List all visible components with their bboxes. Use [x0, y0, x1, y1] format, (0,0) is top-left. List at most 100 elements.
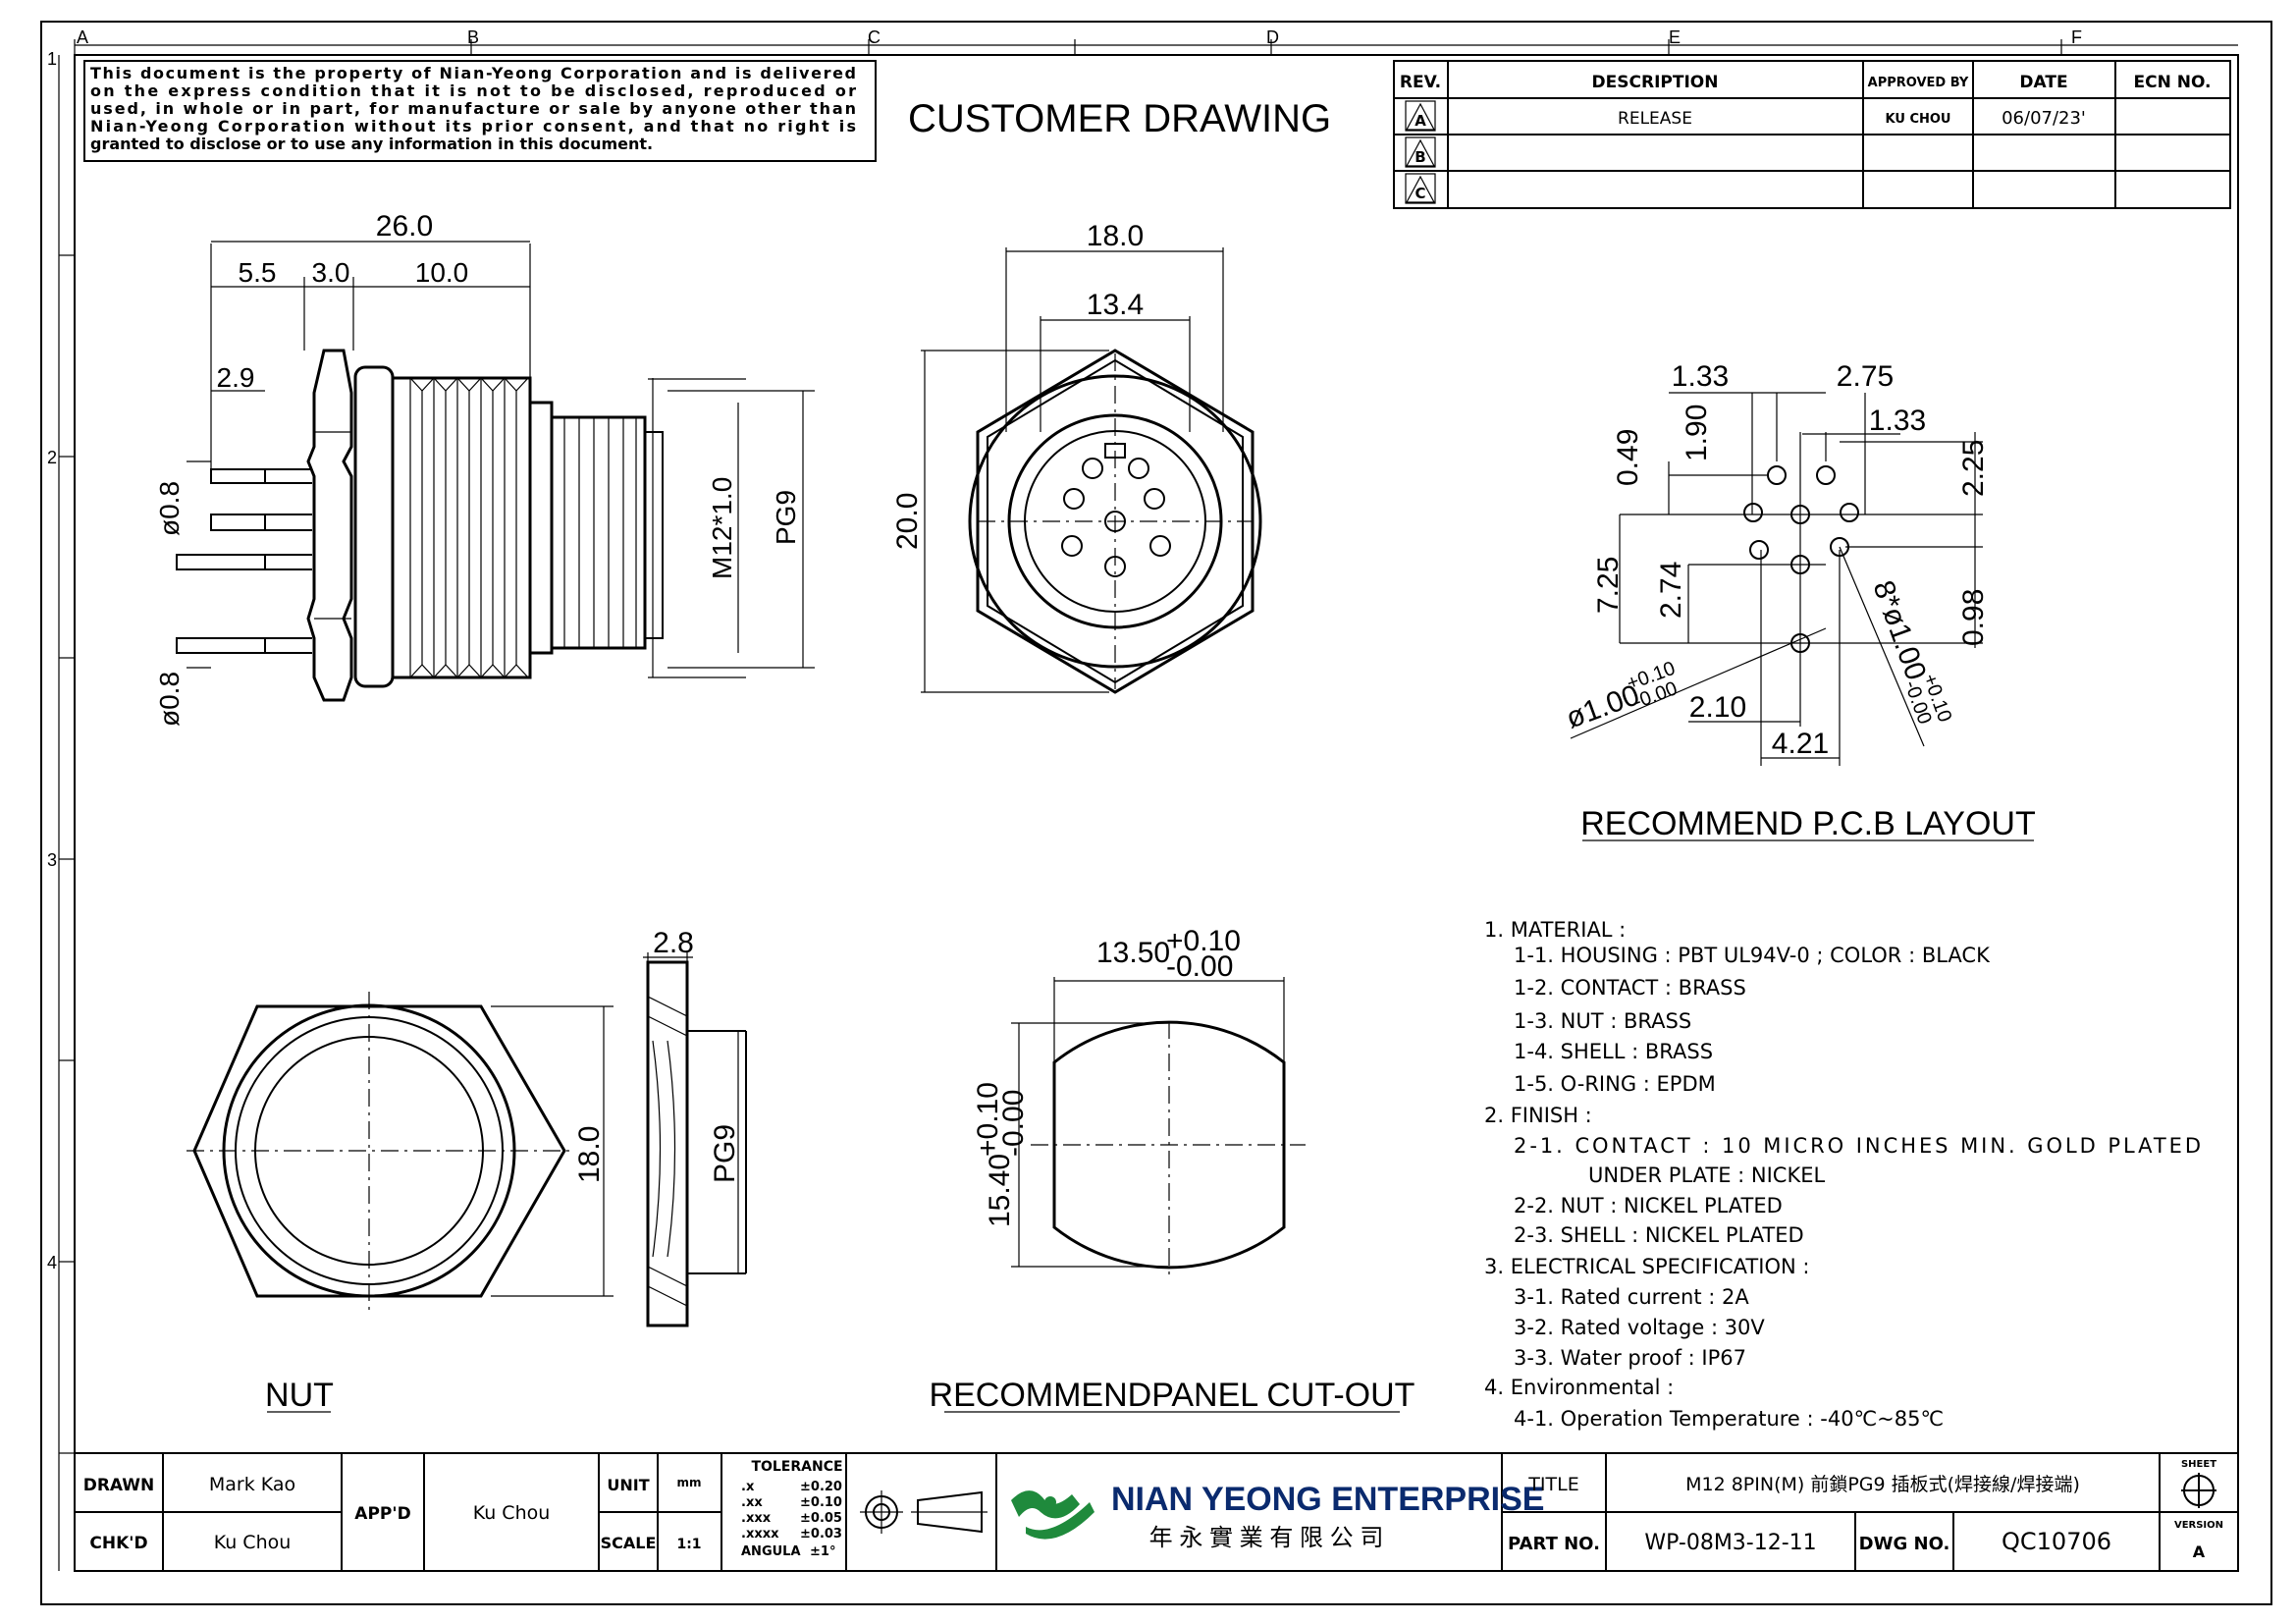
- sheet-label: SHEET: [2181, 1459, 2216, 1470]
- sheet-symbol-icon: [2181, 1473, 2216, 1508]
- scale-value: 1:1: [676, 1537, 701, 1552]
- nut-view-drawing: 2.8 18.0 PG9 NUT: [187, 927, 747, 1414]
- col-label: F: [2071, 27, 2082, 47]
- unit-label: UNIT: [607, 1476, 649, 1494]
- rev-triangle-c: C: [1405, 173, 1436, 204]
- notice-line: used, in whole or in part, for manufactu…: [90, 99, 856, 118]
- panel-cutout-title: RECOMMENDPANEL CUT-OUT: [930, 1377, 1415, 1414]
- spec-line: UNDER PLATE : NICKEL: [1588, 1163, 1825, 1187]
- drawn-value: Mark Kao: [209, 1474, 295, 1495]
- svg-text:B: B: [1415, 148, 1425, 166]
- column-labels: A B C D E F: [77, 27, 2082, 47]
- dim-cutout-height: 15.40 +0.10 -0.00: [972, 1082, 1030, 1227]
- part-number-label: PART NO.: [1508, 1534, 1600, 1554]
- front-view-drawing: 18.0 13.4 20.0: [891, 220, 1262, 694]
- svg-text:.xx: .xx: [741, 1495, 763, 1510]
- svg-text:.x: .x: [741, 1480, 755, 1494]
- title-label: TITLE: [1527, 1474, 1578, 1495]
- drawing-title: CUSTOMER DRAWING: [908, 97, 1331, 140]
- spec-line: 3. ELECTRICAL SPECIFICATION :: [1484, 1255, 1809, 1278]
- dim-label: 2.74: [1655, 562, 1687, 619]
- spec-line: 2-3. SHELL : NICKEL PLATED: [1514, 1223, 1804, 1247]
- pcb-layout-drawing: 1.33 2.75 1.33 1.90 0.49 2.25 7.25 2.74 …: [1562, 360, 2036, 842]
- svg-text:ANGULA: ANGULA: [741, 1544, 801, 1559]
- col-label: C: [868, 27, 881, 47]
- spec-line: 1-3. NUT : BRASS: [1514, 1009, 1691, 1033]
- hole-callout-single: ø1.00 +0.10 -0.00: [1562, 658, 1681, 735]
- row-label: 1: [47, 49, 57, 69]
- notice-line: Nian-Yeong Corporation without its prior…: [90, 117, 856, 135]
- spec-line: 3-3. Water proof : IP67: [1514, 1346, 1746, 1370]
- spec-line: 1-1. HOUSING : PBT UL94V-0 ; COLOR : BLA…: [1514, 944, 1991, 967]
- dim-nut-thickness: 2.8: [653, 927, 694, 959]
- dim-label: 2.25: [1957, 440, 1990, 497]
- part-title: M12 8PIN(M) 前鎖PG9 插板式(焊接線/焊接端): [1685, 1474, 2080, 1495]
- notice-line: This document is the property of Nian-Ye…: [90, 64, 856, 82]
- company-logo-icon: [1011, 1490, 1095, 1540]
- projection-symbol-icon: [860, 1490, 988, 1534]
- dim-nut-across: 18.0: [573, 1126, 606, 1183]
- row-label: 2: [47, 448, 57, 467]
- notice-line: on the express condition that it is not …: [90, 81, 856, 100]
- dim-pg: PG9: [771, 490, 801, 545]
- col-label: B: [467, 27, 479, 47]
- svg-text:+0.10: +0.10: [1166, 925, 1241, 957]
- spec-line: 1-4. SHELL : BRASS: [1514, 1040, 1713, 1063]
- dwg-number-label: DWG NO.: [1859, 1534, 1950, 1554]
- company-name: NIAN YEONG ENTERPRISE: [1111, 1481, 1544, 1518]
- dwg-number: QC10706: [2002, 1528, 2111, 1555]
- spec-line: 2-2. NUT : NICKEL PLATED: [1514, 1194, 1783, 1217]
- svg-text:15.40: 15.40: [984, 1154, 1016, 1227]
- dim-label: 4.21: [1772, 728, 1829, 760]
- dim-label: 1.33: [1672, 360, 1729, 393]
- dim-label: 7.25: [1592, 557, 1625, 614]
- col-label: E: [1669, 27, 1681, 47]
- svg-text:±0.10: ±0.10: [800, 1495, 842, 1510]
- notice-line: granted to disclose or to use any inform…: [90, 135, 653, 153]
- svg-text:13.50: 13.50: [1096, 937, 1170, 969]
- spec-line: 4. Environmental :: [1484, 1376, 1674, 1399]
- rev-description: RELEASE: [1618, 109, 1692, 129]
- svg-text:8*ø1.00: 8*ø1.00: [1866, 576, 1932, 684]
- row-label: 4: [47, 1253, 57, 1272]
- dim-pin-diameter: ø0.8: [154, 672, 185, 727]
- dim-pin-length: 2.9: [217, 362, 255, 393]
- dim-label: 0.98: [1957, 589, 1990, 646]
- dim-label: 1.90: [1681, 405, 1713, 461]
- svg-text:A: A: [1415, 112, 1426, 130]
- svg-text:+0.10: +0.10: [972, 1082, 1004, 1157]
- spec-line: 1-5. O-RING : EPDM: [1514, 1072, 1716, 1096]
- spec-line: 3-1. Rated current : 2A: [1514, 1285, 1749, 1309]
- svg-text:C: C: [1415, 185, 1425, 202]
- dim-label: 10.0: [415, 257, 469, 288]
- dim-pin-diameter: ø0.8: [154, 481, 185, 536]
- title-block: DRAWN Mark Kao CHK'D Ku Chou APP'D Ku Ch…: [74, 1452, 2239, 1572]
- rev-triangle-b: B: [1405, 136, 1436, 168]
- spec-notes: 1. MATERIAL : 1-1. HOUSING : PBT UL94V-0…: [1484, 918, 2201, 1431]
- rev-date: 06/07/23': [2002, 108, 2086, 129]
- confidentiality-notice: This document is the property of Nian-Ye…: [83, 60, 877, 162]
- dim-label: 0.49: [1612, 429, 1644, 486]
- dim-front-width: 18.0: [1087, 220, 1144, 252]
- dim-front-inner: 13.4: [1087, 289, 1144, 321]
- rev-approved: KU CHOU: [1886, 112, 1951, 127]
- checked-value: Ku Chou: [214, 1532, 292, 1553]
- svg-text:-0.00: -0.00: [997, 1090, 1030, 1157]
- spec-line: 2-1. CONTACT : 10 MICRO INCHES MIN. GOLD…: [1514, 1134, 2201, 1158]
- svg-text:±0.05: ±0.05: [800, 1511, 842, 1526]
- nut-title: NUT: [265, 1377, 334, 1414]
- dim-overall-length: 26.0: [376, 210, 433, 243]
- dim-front-height: 20.0: [891, 493, 924, 550]
- rev-triangle-a: A: [1405, 100, 1436, 132]
- version-value: A: [2193, 1542, 2206, 1561]
- svg-text:.xxx: .xxx: [741, 1511, 772, 1526]
- row-label: 3: [47, 850, 57, 870]
- hole-callout-multiple: 8*ø1.00 +0.10 -0.00: [1866, 576, 1955, 727]
- spec-line: 2. FINISH :: [1484, 1104, 1592, 1127]
- svg-text:.xxxx: .xxxx: [741, 1527, 779, 1542]
- svg-text:±0.03: ±0.03: [800, 1527, 842, 1542]
- dim-thread: M12*1.0: [707, 477, 737, 579]
- col-label: D: [1266, 27, 1279, 47]
- dim-label: 3.0: [312, 257, 350, 288]
